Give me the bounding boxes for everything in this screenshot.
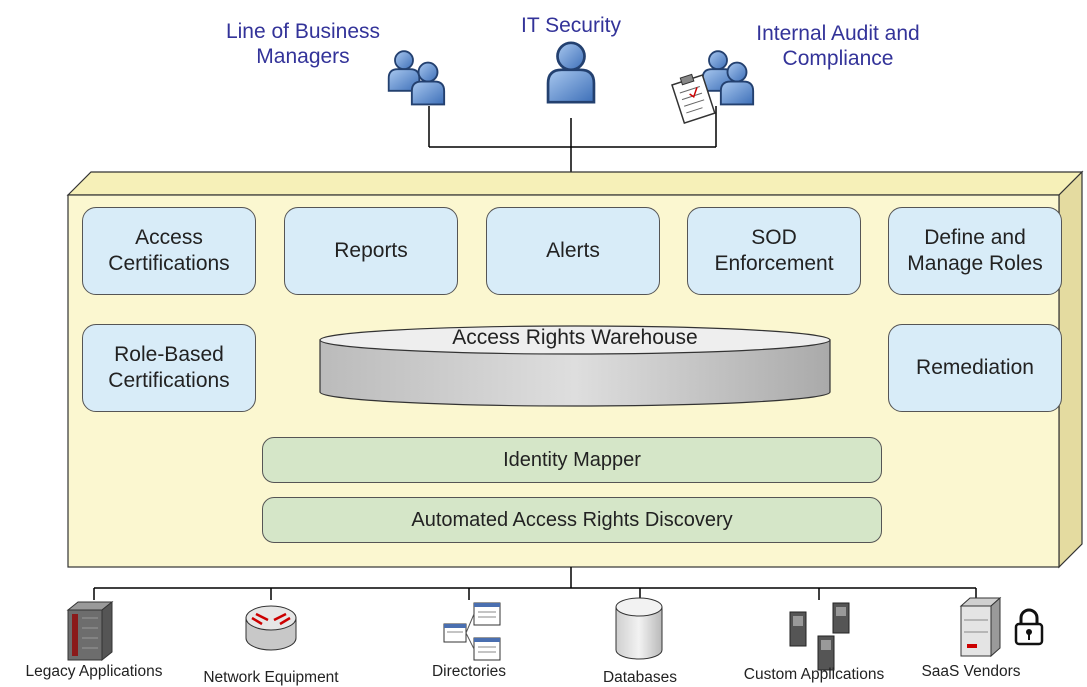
source-label-databases: Databases [602, 669, 678, 686]
source-label-custom-apps: Custom Applications [743, 666, 885, 683]
remediation-box: Remediation [888, 324, 1062, 412]
it-security-user-icon [546, 41, 596, 104]
user-connectors [428, 106, 717, 195]
alerts-box: Alerts [486, 207, 660, 295]
user-label-internal-audit: Internal Audit and Compliance [756, 22, 920, 70]
warehouse-label: Access Rights Warehouse [452, 326, 698, 349]
source-label-legacy: Legacy Applications [25, 663, 163, 680]
source-label-saas: SaaS Vendors [921, 663, 1021, 680]
access-rights-discovery-bar: Automated Access Rights Discovery [262, 497, 882, 543]
database-icon [615, 597, 663, 660]
role-based-certifications-box: Role-Based Certifications [82, 324, 256, 412]
directory-icon [443, 602, 501, 661]
servers-icon [789, 602, 850, 671]
source-connectors [93, 567, 977, 600]
auditor-clipboard-icon [671, 50, 755, 124]
sod-enforcement-box: SOD Enforcement [687, 207, 861, 295]
server-lock-icon [959, 596, 1044, 658]
access-certifications-box: Access Certifications [82, 207, 256, 295]
mainframe-icon [66, 600, 114, 662]
source-label-directories: Directories [431, 663, 507, 680]
define-manage-roles-box: Define and Manage Roles [888, 207, 1062, 295]
router-icon [245, 605, 297, 651]
user-label-it-security: IT Security [521, 14, 621, 37]
source-label-network: Network Equipment [203, 669, 339, 686]
user-label-business-managers: Line of Business Managers [225, 20, 381, 68]
warehouse-cylinder [319, 325, 831, 407]
identity-mapper-bar: Identity Mapper [262, 437, 882, 483]
reports-box: Reports [284, 207, 458, 295]
